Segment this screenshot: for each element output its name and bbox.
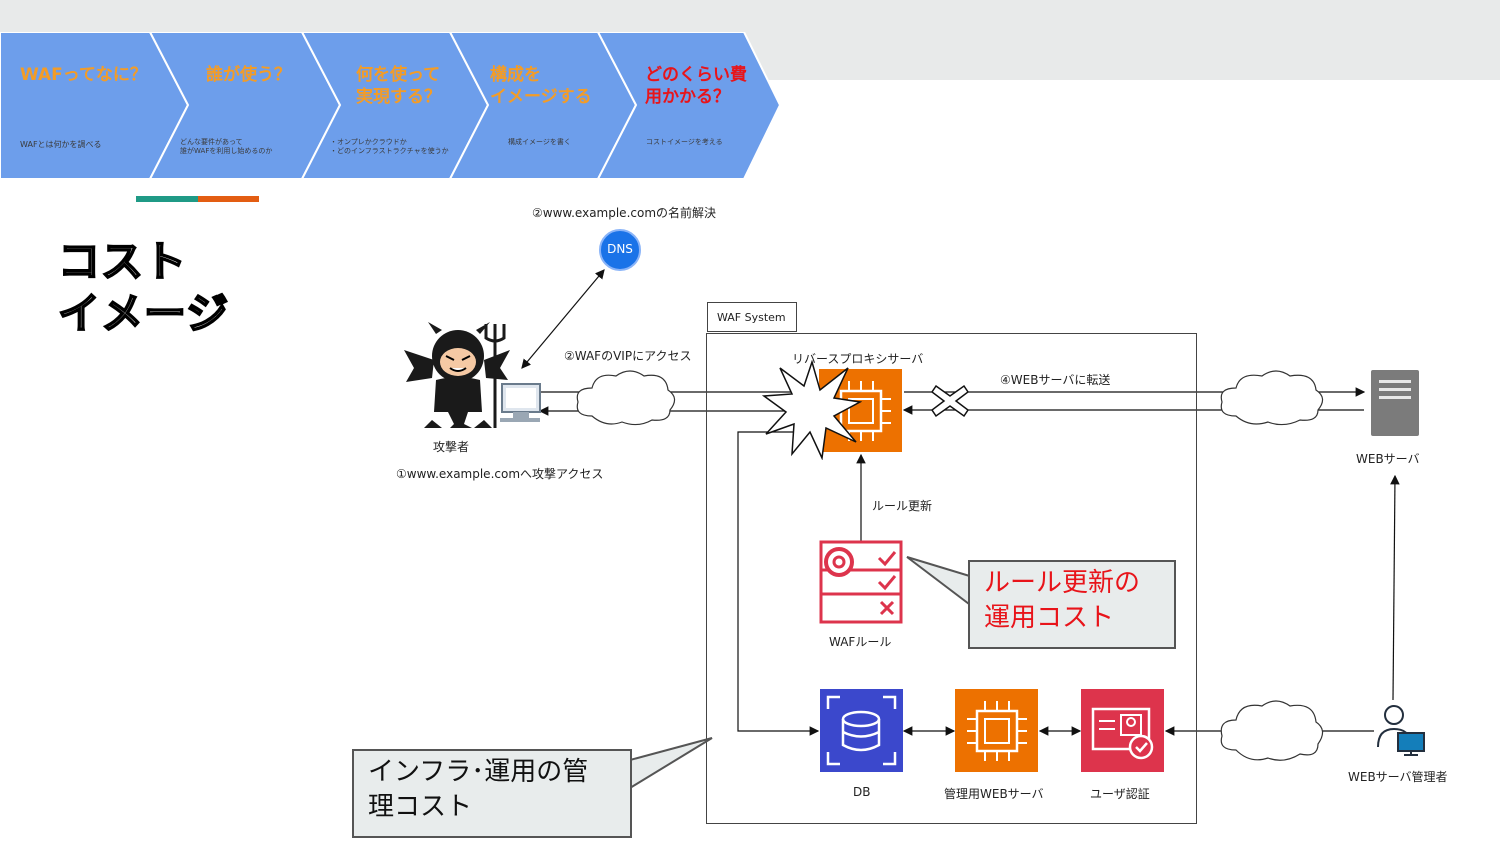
chevron-step-5 bbox=[596, 32, 780, 179]
process-steps: WAFってなに？ WAFとは何かを調べる 誰が使う？ どんな要件があって 誰がW… bbox=[0, 32, 780, 179]
waf-rule-label: WAFルール bbox=[829, 635, 892, 649]
step-5-desc: コストイメージを考える bbox=[646, 138, 723, 146]
web-server-label: WEBサーバ bbox=[1356, 452, 1420, 466]
admin-webserver-arrow bbox=[1390, 474, 1400, 701]
blocked-x-icon bbox=[930, 382, 970, 420]
accent-bar-orange bbox=[198, 196, 259, 202]
callout-rule-cost: ルール更新の 運用コスト bbox=[968, 560, 1176, 649]
rule-update-label: ルール更新 bbox=[872, 499, 933, 513]
accent-bar-teal bbox=[136, 196, 198, 202]
attack-access-label: ①www.example.comへ攻撃アクセス bbox=[396, 467, 604, 481]
web-server-icon bbox=[1371, 370, 1419, 436]
chevron-step-2 bbox=[148, 32, 342, 179]
dns-icon: DNS bbox=[599, 229, 641, 271]
user-auth-id-card-icon bbox=[1081, 689, 1164, 772]
step-5-title: どのくらい費 用かかる？ bbox=[645, 65, 747, 107]
waf-system-label: WAF System bbox=[707, 302, 797, 332]
step-3-desc: ・オンプレかクラウドか ・どのインフラストラクチャを使うか bbox=[330, 138, 449, 155]
web-admin-user-icon bbox=[1372, 703, 1428, 757]
chevron-shapes bbox=[0, 32, 780, 179]
internet-cloud-icon-2 bbox=[1216, 364, 1328, 428]
step-3-title: 何を使って 実現する？ bbox=[356, 65, 441, 107]
waf-rule-checklist-icon bbox=[817, 540, 905, 626]
forward-label: ④WEBサーバに転送 bbox=[1000, 373, 1111, 387]
step-1-desc: WAFとは何かを調べる bbox=[20, 140, 102, 149]
waf-system-boundary bbox=[706, 333, 1197, 824]
step-1-title: WAFってなに？ bbox=[20, 65, 147, 85]
attacker-dns-arrow bbox=[521, 269, 605, 369]
callout-infra-pointer bbox=[629, 737, 713, 790]
web-admin-label: WEBサーバ管理者 bbox=[1348, 770, 1448, 784]
dns-icon-text: DNS bbox=[607, 242, 633, 256]
proxy-label: リバースプロキシサーバ bbox=[792, 352, 924, 366]
attack-burst-icon bbox=[761, 359, 863, 461]
db-label: DB bbox=[853, 785, 871, 799]
page-title: コスト イメージ bbox=[57, 236, 230, 339]
attacker-label: 攻撃者 bbox=[433, 440, 470, 454]
proxy-db-line bbox=[737, 431, 820, 736]
internet-cloud-icon-3 bbox=[1216, 694, 1328, 764]
step-2-title: 誰が使う？ bbox=[206, 65, 291, 85]
user-auth-label: ユーザ認証 bbox=[1090, 787, 1150, 801]
callout-infra-cost: インフラ･運用の管 理コスト bbox=[352, 749, 632, 838]
chevron-step-3 bbox=[300, 32, 490, 179]
admin-web-label: 管理用WEBサーバ bbox=[944, 787, 1044, 801]
step-2-desc: どんな要件があって 誰がWAFを利用し始めるのか bbox=[180, 138, 273, 155]
attacker-devil-icon bbox=[402, 320, 542, 432]
step-4-desc: 構成イメージを書く bbox=[508, 138, 571, 146]
step-4-title: 構成を イメージする bbox=[490, 65, 592, 107]
admin-web-server-chip-icon bbox=[955, 689, 1038, 772]
vip-access-label: ②WAFのVIPにアクセス bbox=[564, 349, 692, 363]
chevron-step-4 bbox=[448, 32, 638, 179]
db-icon bbox=[820, 689, 903, 772]
internet-cloud-icon bbox=[572, 366, 680, 428]
dns-resolve-label: ②www.example.comの名前解決 bbox=[532, 206, 717, 220]
